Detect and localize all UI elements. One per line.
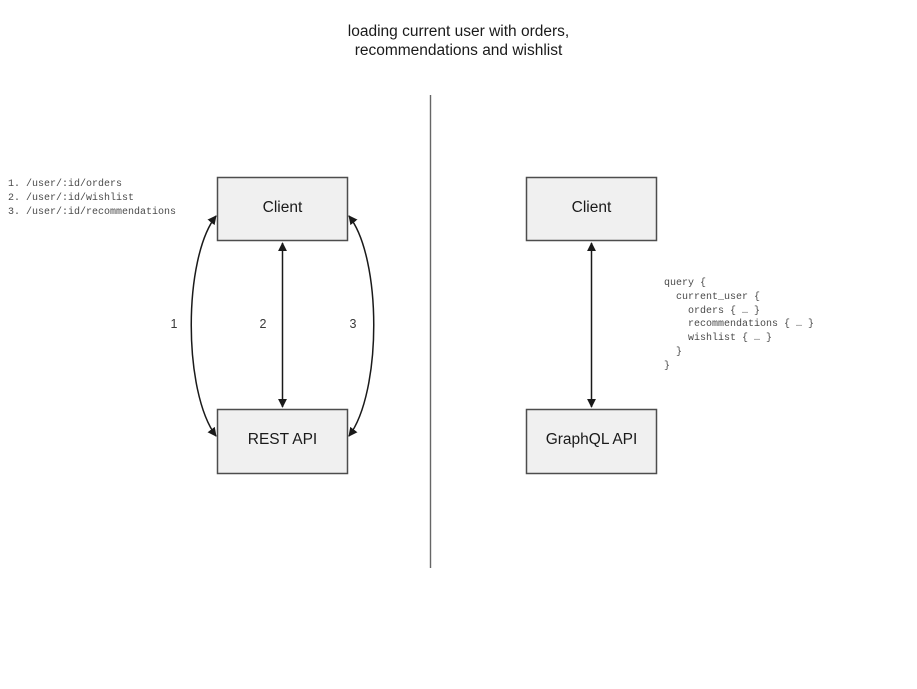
node-rest-api[interactable] bbox=[216, 408, 349, 475]
node-graphql-api-label: GraphQL API bbox=[545, 431, 638, 448]
node-client-right[interactable] bbox=[525, 176, 658, 242]
page-title: loading current user with orders, recomm… bbox=[347, 23, 570, 59]
node-client-left-label: Client bbox=[262, 199, 303, 216]
rest-endpoints-list: 1. /user/:id/orders 2. /user/:id/wishlis… bbox=[8, 179, 177, 218]
node-graphql-api[interactable] bbox=[525, 408, 658, 475]
edge-number-2: 2 bbox=[259, 317, 267, 331]
edge-3-curve bbox=[348, 215, 375, 437]
node-client-left[interactable] bbox=[216, 176, 349, 242]
node-rest-api-label: REST API bbox=[247, 431, 318, 448]
edge-number-1: 1 bbox=[170, 317, 178, 331]
graphql-query-snippet: query { current_user { orders { … } reco… bbox=[664, 278, 815, 372]
edge-number-3: 3 bbox=[349, 317, 357, 331]
edge-1-curve bbox=[190, 215, 217, 437]
node-client-right-label: Client bbox=[571, 199, 612, 216]
